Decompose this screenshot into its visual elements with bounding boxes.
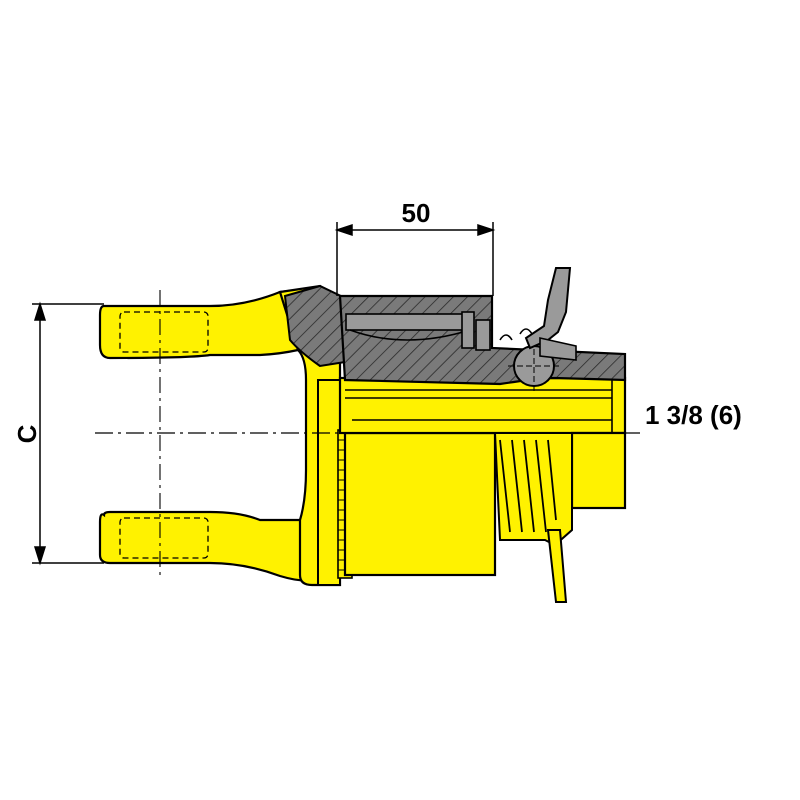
retaining-ring [461,311,475,349]
sleeve-inner-slot [345,313,471,331]
spline-profile-label: 1 3/8 (6) [645,400,742,430]
spring-coils [499,439,557,533]
sleeve-curve [349,329,471,341]
yoke-lower-arm [98,510,314,582]
yoke-upper-arm [98,288,300,360]
dimension-c [32,301,104,566]
collar-left [317,379,341,586]
lower-bore-hidden [119,517,209,559]
dimension-c-label: C [12,424,42,443]
retaining-ring-2 [475,319,491,351]
end-collar [570,431,627,510]
dimension-50 [334,222,496,296]
small-pins [499,328,533,341]
spline-lines [345,378,613,433]
upper-bore-hidden [119,311,209,353]
lever-bracket [539,337,577,361]
release-lever [524,267,572,350]
hub-lower [343,431,497,577]
neck-section [283,284,346,368]
dimension-50-label: 50 [402,198,431,228]
hub-upper-bore [338,376,627,435]
lever-tail [546,529,568,603]
